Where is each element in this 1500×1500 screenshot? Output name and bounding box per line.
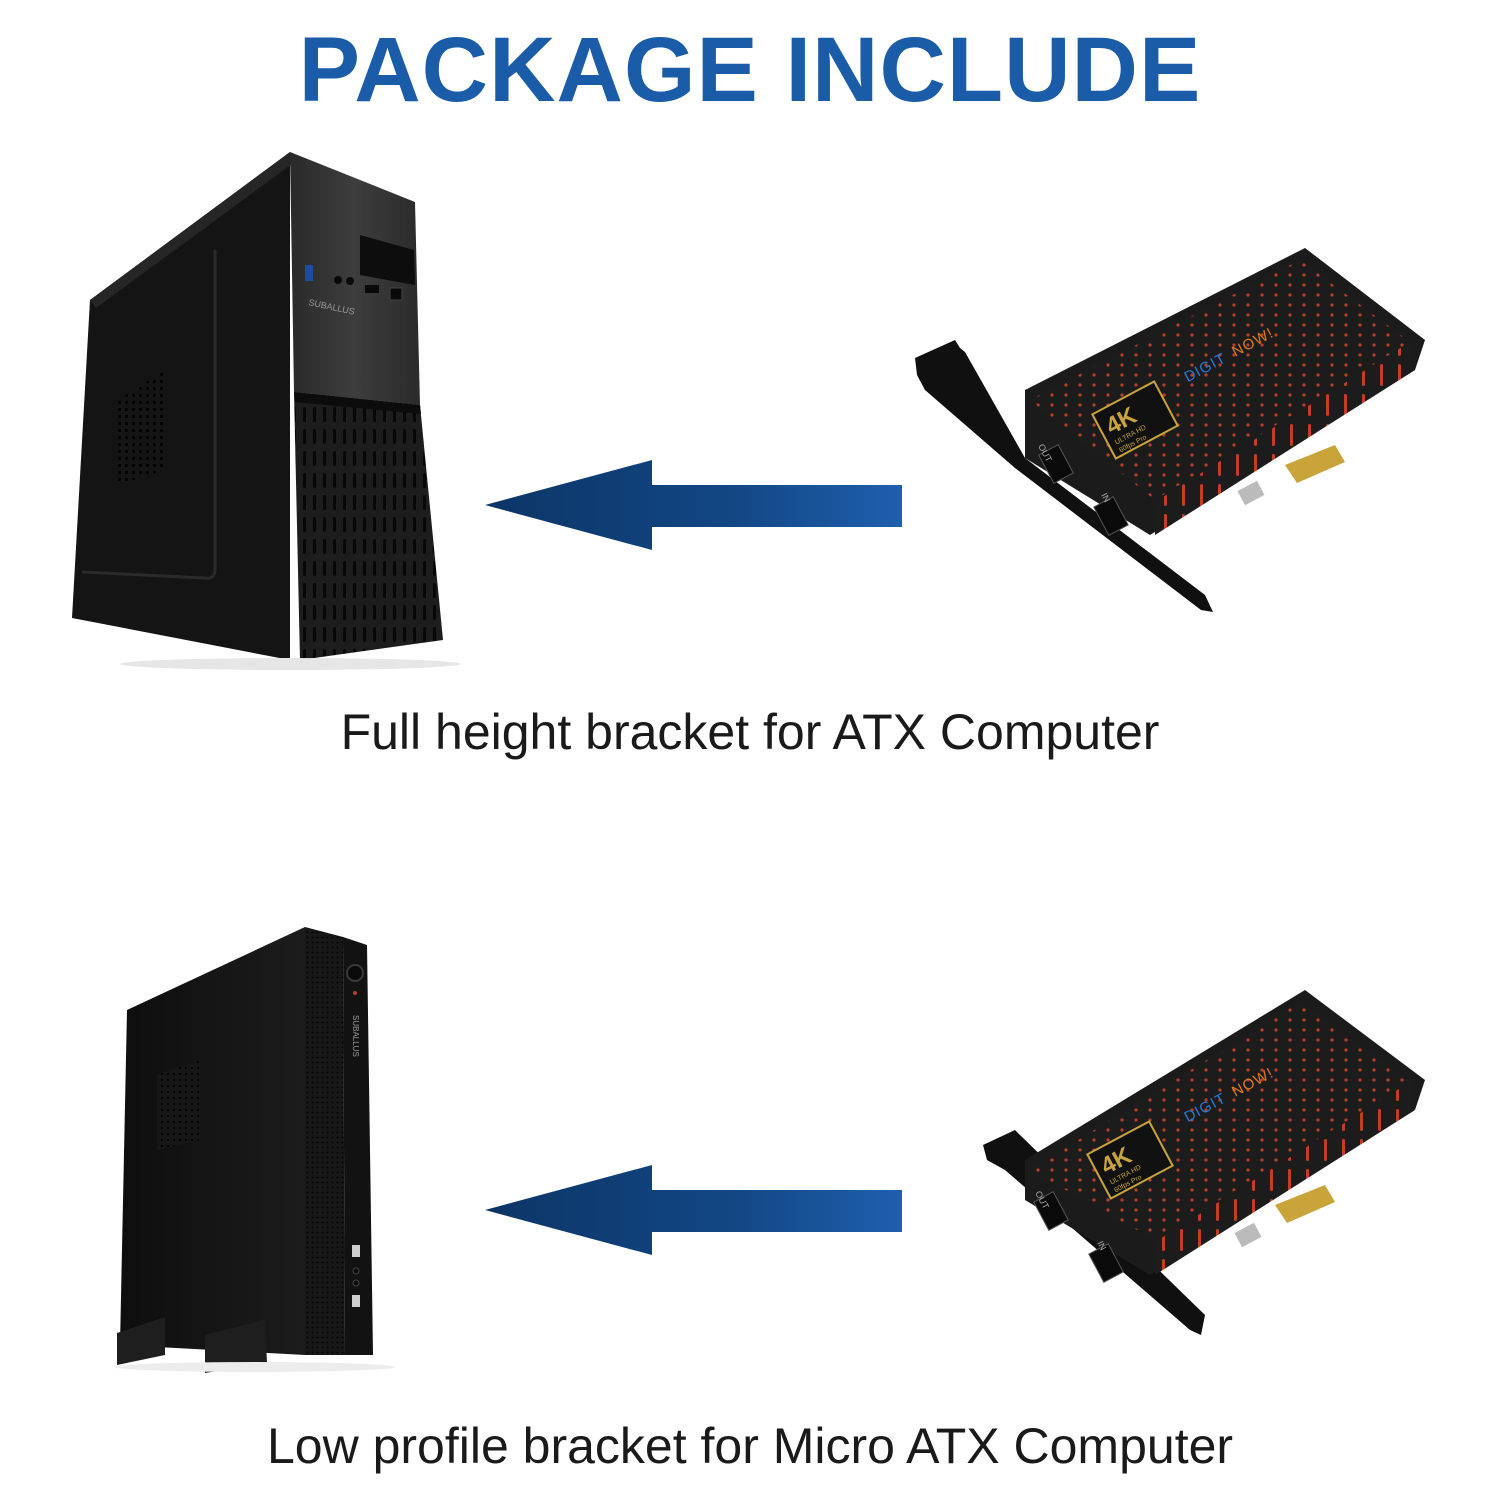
- port-in-label: IN: [1099, 491, 1112, 504]
- 4k-badge-2: 4K ULTRA HD 60fps Pro: [1086, 1120, 1174, 1200]
- caption-full-height: Full height bracket for ATX Computer: [340, 704, 1160, 760]
- atx-tower-image: SUBALLUS: [72, 152, 460, 670]
- arrow-left-icon: [485, 460, 902, 550]
- capture-card-low-profile-image: OUT IN DIGIT NOW! 4K ULTRA HD 60fps Pro: [983, 990, 1425, 1335]
- arrow-left-icon-2: [485, 1165, 902, 1255]
- capture-card-full-height-image: OUT IN DIGIT NOW! 4K ULTRA HD 60fps Pro: [915, 248, 1425, 612]
- 4k-badge: 4K ULTRA HD 60fps Pro: [1091, 380, 1179, 460]
- page-title: PACKAGE INCLUDE: [298, 19, 1202, 121]
- caption-low-profile: Low profile bracket for Micro ATX Comput…: [266, 1418, 1234, 1474]
- port-in-label-2: IN: [1095, 1239, 1108, 1252]
- tower2-brand-text: SUBALLUS: [351, 1015, 360, 1057]
- micro-atx-tower-image: SUBALLUS: [115, 927, 395, 1373]
